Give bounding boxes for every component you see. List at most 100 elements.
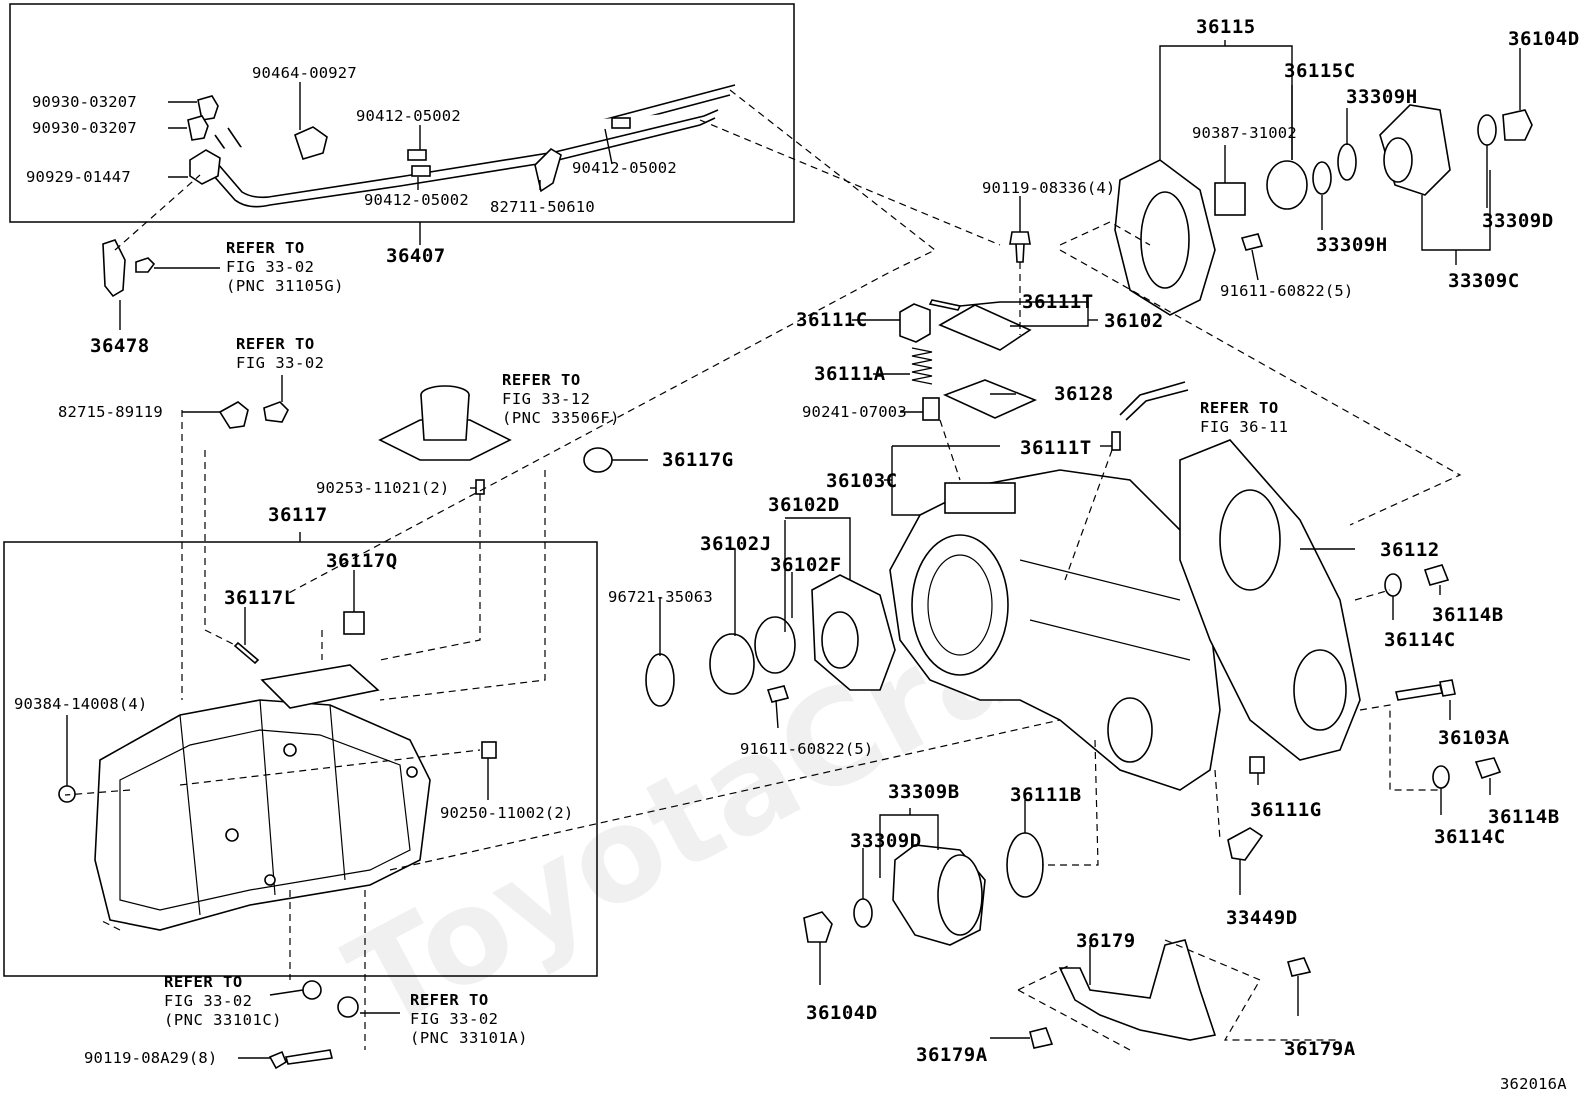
label-36407: 36407 bbox=[386, 245, 446, 267]
label-36128: 36128 bbox=[1054, 383, 1114, 405]
label-82715-89119: 82715-89119 bbox=[58, 403, 163, 421]
transmission-case-36117 bbox=[94, 664, 431, 931]
bolt-36114b-top bbox=[1423, 564, 1450, 586]
dashed-line bbox=[114, 174, 201, 251]
washer-36114c-top bbox=[1384, 573, 1402, 597]
note-title: REFER TO bbox=[410, 991, 489, 1009]
label-36179: 36179 bbox=[1076, 930, 1136, 952]
label-36112: 36112 bbox=[1380, 539, 1440, 561]
dashed-line bbox=[64, 789, 131, 796]
nut-36104d-bottom bbox=[803, 911, 833, 943]
note-title: REFER TO bbox=[226, 239, 305, 257]
note-refer-33101a: REFER TO FIG 33-02 (PNC 33101A) bbox=[410, 991, 528, 1048]
label-90250-11002: 90250-11002(2) bbox=[440, 804, 574, 822]
label-36478: 36478 bbox=[90, 335, 150, 357]
bolt-36103a bbox=[1395, 679, 1456, 701]
note-fig: FIG 33-02 bbox=[164, 991, 253, 1010]
label-36103c: 36103C bbox=[826, 470, 898, 492]
label-36115: 36115 bbox=[1196, 16, 1256, 38]
note-refer-31105g: REFER TO FIG 33-02 (PNC 31105G) bbox=[226, 239, 344, 296]
label-90412-05002-a: 90412-05002 bbox=[356, 107, 461, 125]
label-36114c-bottom: 36114C bbox=[1434, 826, 1506, 848]
label-36104d-bottom: 36104D bbox=[806, 1002, 878, 1024]
skid-plate-36179 bbox=[1058, 939, 1217, 1041]
label-36104d-top: 36104D bbox=[1508, 28, 1580, 50]
ball-90241 bbox=[922, 397, 940, 421]
note-pnc: (PNC 33101C) bbox=[164, 1010, 282, 1029]
label-90387-31002: 90387-31002 bbox=[1192, 124, 1297, 142]
hose-assembly-box bbox=[9, 3, 795, 223]
plug-36117g bbox=[583, 447, 613, 473]
bearing-36102j bbox=[709, 633, 755, 695]
nut-36104d bbox=[1502, 109, 1533, 141]
label-82711-50610: 82711-50610 bbox=[490, 198, 595, 216]
dashed-line bbox=[284, 89, 937, 596]
dashed-line bbox=[939, 419, 961, 481]
note-title: REFER TO bbox=[1200, 399, 1279, 417]
label-90929-01447: 90929-01447 bbox=[26, 168, 131, 186]
label-33309d-top: 33309D bbox=[1482, 210, 1554, 232]
label-33309d-bottom: 33309D bbox=[850, 830, 922, 852]
dashed-line bbox=[1359, 704, 1440, 791]
note-refer-33-02: REFER TO FIG 33-02 bbox=[236, 335, 325, 373]
dashed-line bbox=[1017, 989, 1131, 1051]
note-fig: FIG 36-11 bbox=[1200, 417, 1289, 436]
label-36111g: 36111G bbox=[1250, 799, 1322, 821]
label-33449d: 33449D bbox=[1226, 907, 1298, 929]
plug-33101a bbox=[337, 996, 359, 1018]
note-title: REFER TO bbox=[236, 335, 315, 353]
label-90930-03207-a: 90930-03207 bbox=[32, 93, 137, 111]
note-title: REFER TO bbox=[164, 973, 243, 991]
plug-33101c bbox=[302, 980, 322, 1000]
dashed-line bbox=[1059, 249, 1462, 526]
bolt-90119-08336 bbox=[1009, 231, 1031, 263]
label-33309h-b: 33309H bbox=[1316, 234, 1388, 256]
note-pnc: (PNC 33506F) bbox=[502, 408, 620, 427]
pin-36111t bbox=[928, 299, 962, 311]
label-36103a: 36103A bbox=[1438, 727, 1510, 749]
dashed-line bbox=[1214, 769, 1221, 841]
connector-36111t bbox=[1111, 431, 1121, 451]
note-fig: FIG 33-02 bbox=[410, 1009, 499, 1028]
label-36115c: 36115C bbox=[1284, 60, 1356, 82]
pipe-36-11-inner bbox=[1125, 389, 1189, 421]
label-90119-08a29: 90119-08A29(8) bbox=[84, 1049, 218, 1067]
seal-36115c bbox=[1266, 160, 1308, 210]
diagram-id: 362016A bbox=[1500, 1075, 1567, 1093]
sleeve-36117q bbox=[343, 611, 365, 635]
dashed-line bbox=[179, 749, 481, 786]
bearing-36102f bbox=[754, 616, 796, 674]
label-90412-05002-c: 90412-05002 bbox=[572, 159, 677, 177]
shift-lever-retainer bbox=[378, 385, 512, 461]
bolt-36179a-right bbox=[1287, 957, 1312, 977]
dashed-line bbox=[389, 719, 1061, 871]
note-fig: FIG 33-12 bbox=[502, 389, 591, 408]
label-36102j: 36102J bbox=[700, 533, 772, 555]
bolt-36179a-left bbox=[1029, 1027, 1054, 1049]
washer-33309h bbox=[1337, 143, 1357, 181]
ring-33309h bbox=[1312, 161, 1332, 195]
cover-36112 bbox=[1179, 439, 1361, 761]
label-36114b-top: 36114B bbox=[1432, 604, 1504, 626]
label-36114c-top: 36114C bbox=[1384, 629, 1456, 651]
label-36111c: 36111C bbox=[796, 309, 868, 331]
label-36117l: 36117L bbox=[224, 587, 296, 609]
bolt-36114b-bottom bbox=[1474, 757, 1502, 780]
dashed-line bbox=[379, 470, 546, 701]
bolt-90119-08a29 bbox=[268, 1049, 333, 1070]
washer-33309d-bottom bbox=[853, 898, 873, 928]
label-33309c: 33309C bbox=[1448, 270, 1520, 292]
dashed-line bbox=[1059, 221, 1151, 246]
label-90241-07003: 90241-07003 bbox=[802, 403, 907, 421]
label-33309b: 33309B bbox=[888, 781, 960, 803]
dashed-line bbox=[379, 494, 481, 661]
label-36102f: 36102F bbox=[770, 554, 842, 576]
label-90412-05002-b: 90412-05002 bbox=[364, 191, 469, 209]
note-refer-36-11: REFER TO FIG 36-11 bbox=[1200, 399, 1289, 437]
label-96721-35063: 96721-35063 bbox=[608, 588, 713, 606]
dashed-line bbox=[1354, 589, 1391, 601]
washer-33309d bbox=[1477, 114, 1497, 146]
label-90384-14008: 90384-14008(4) bbox=[14, 695, 148, 713]
note-pnc: (PNC 31105G) bbox=[226, 276, 344, 295]
